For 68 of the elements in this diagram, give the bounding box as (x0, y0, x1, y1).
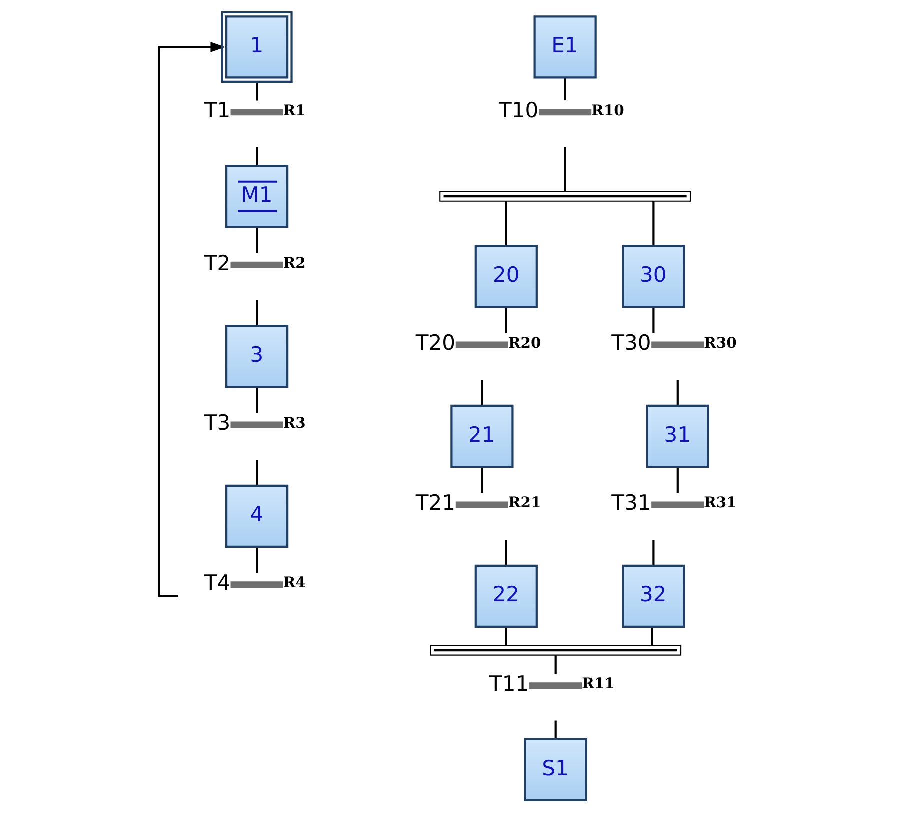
node-label: R31 (704, 494, 737, 512)
node-box: 3 (225, 324, 289, 388)
connector (676, 380, 679, 406)
arrow (158, 42, 226, 598)
connector (676, 467, 679, 494)
node-label: R4 (283, 574, 306, 592)
connector (505, 307, 508, 334)
connector (652, 201, 655, 246)
node-box: 21 (450, 404, 514, 468)
node-box: 32 (622, 564, 686, 628)
node-bar (230, 109, 284, 116)
node-label: R3 (283, 414, 306, 432)
connector (554, 720, 557, 739)
node-label: T21 (416, 490, 456, 516)
connector (505, 540, 508, 566)
connector (554, 656, 557, 674)
node-box: S1 (524, 738, 588, 802)
node-label: T1 (204, 98, 231, 123)
connector (481, 380, 484, 406)
node-box: 31 (646, 404, 710, 468)
connector (564, 78, 566, 101)
node-bar (652, 342, 704, 348)
node-label: R21 (508, 494, 542, 512)
connector (256, 547, 258, 574)
node-label: T31 (612, 490, 652, 516)
node-bar (430, 645, 682, 656)
node-label: R11 (582, 676, 615, 693)
node-bar (652, 502, 704, 508)
node-label: T11 (490, 671, 530, 696)
connector (651, 626, 654, 646)
node-box: M1 (225, 165, 289, 228)
connector (256, 82, 258, 101)
node-bar (456, 342, 508, 348)
node-label: T30 (612, 330, 652, 356)
node-label: T4 (204, 570, 231, 596)
connector (256, 300, 258, 326)
node-bar (440, 191, 692, 202)
connector (256, 460, 258, 486)
node-label: R10 (592, 102, 624, 120)
node-label: T20 (416, 330, 456, 356)
connector (256, 147, 258, 166)
connector (564, 147, 566, 192)
node-label: R20 (508, 334, 542, 352)
connector (256, 387, 258, 414)
node-label: T3 (204, 410, 231, 436)
node-bar (230, 582, 284, 588)
node-box: 22 (474, 564, 538, 628)
node-label: R30 (704, 334, 737, 352)
node-bar (456, 502, 508, 508)
node-bar (539, 109, 592, 116)
node-bar (530, 682, 582, 689)
node-label: T10 (499, 98, 539, 123)
node-bar (230, 422, 284, 428)
node-box: 30 (622, 245, 686, 308)
node-box: 20 (474, 245, 538, 308)
node-label: R1 (283, 102, 306, 120)
connector (505, 626, 508, 646)
connector (481, 467, 484, 494)
node-bar (230, 262, 284, 268)
node-label: R2 (283, 254, 306, 272)
node-box: 1 (221, 11, 293, 83)
connector (652, 540, 655, 566)
node-label: T2 (204, 250, 231, 276)
connector (652, 307, 655, 334)
connector (505, 201, 508, 246)
node-box: 4 (225, 484, 289, 548)
node-box: E1 (534, 16, 597, 79)
connector (256, 227, 258, 254)
